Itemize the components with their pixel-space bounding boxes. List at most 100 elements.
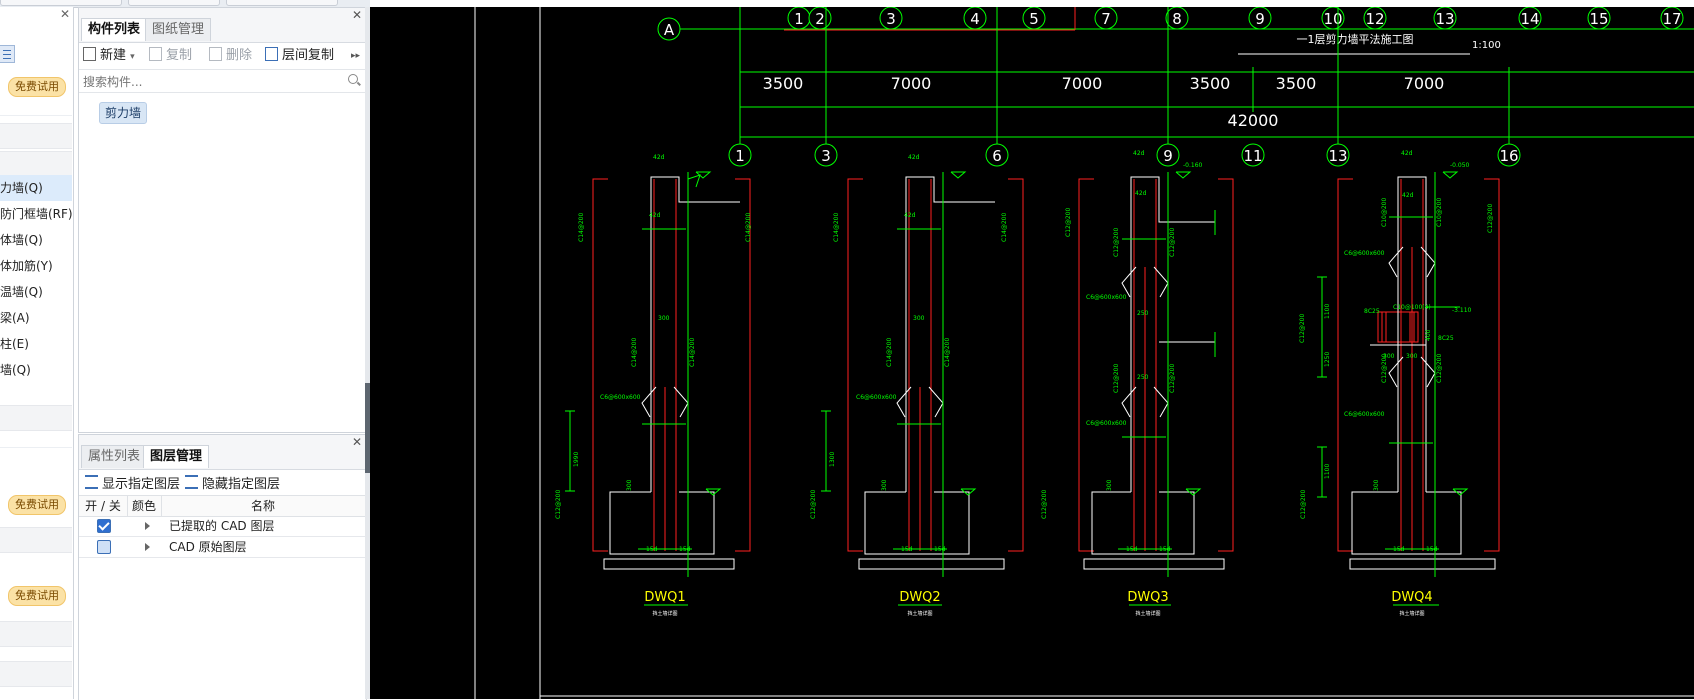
- drawing-scale: 1:100: [1472, 40, 1501, 51]
- dim-note: 15d: [934, 546, 946, 553]
- panel-splitter[interactable]: [365, 7, 370, 699]
- show-layer-button[interactable]: 显示指定图层: [85, 473, 180, 492]
- wall-label: DWQ2: [899, 590, 940, 605]
- nav-item-masonry-wall[interactable]: 体墙(Q): [0, 233, 43, 247]
- component-item-shear-wall[interactable]: 剪力墙: [99, 102, 148, 124]
- axis-label: 6: [992, 147, 1002, 165]
- wall-section-dwq3[interactable]: DWQ3 挡土墙详图 C6@600x600 C6@600x600 250 250…: [1041, 150, 1234, 617]
- free-trial-badge[interactable]: 免费试用: [8, 495, 66, 515]
- dim-note: 250: [1137, 374, 1149, 381]
- expand-arrow-icon[interactable]: [145, 543, 150, 551]
- wall-section-dwq4[interactable]: DWQ4 挡土墙详图 C6@600x600 C6@600x600 300 300…: [1299, 150, 1500, 617]
- axis-label: 8: [1172, 10, 1182, 28]
- rebar-note: 8C25: [1438, 335, 1454, 342]
- rebar-note: C6@600x600: [1086, 420, 1127, 427]
- dim-note: 15d: [1159, 546, 1171, 553]
- tab-drawing-management[interactable]: 图纸管理: [145, 18, 212, 41]
- rebar-note: C12@200: [1300, 490, 1307, 519]
- left-navigation: ✕ 免费试用 力墙(Q) 防门框墙(RF) 体墙(Q) 体加筋(Y) 温墙(Q)…: [0, 7, 74, 699]
- axis-label: 12: [1365, 10, 1384, 28]
- chevron-down-icon[interactable]: ▾: [130, 52, 135, 62]
- dim-note: 300: [913, 315, 925, 322]
- rebar-note: C12@200: [555, 490, 562, 519]
- wall-sublabel: 挡土墙详图: [1399, 610, 1424, 617]
- search-icon[interactable]: [348, 74, 358, 84]
- nav-item-shear-wall[interactable]: 力墙(Q): [0, 175, 72, 201]
- table-row[interactable]: CAD 原始图层: [79, 537, 366, 558]
- nav-item-door-frame-wall[interactable]: 防门框墙(RF): [0, 207, 73, 221]
- dim-note: 42d: [908, 154, 920, 161]
- nav-divider: [0, 115, 72, 116]
- nav-item-wall[interactable]: 墙(Q): [0, 363, 31, 377]
- close-icon[interactable]: ✕: [351, 8, 362, 22]
- nav-item-insulation-wall[interactable]: 温墙(Q): [0, 285, 43, 299]
- layer-name: CAD 原始图层: [169, 540, 247, 554]
- wall-label: DWQ3: [1127, 590, 1168, 605]
- cad-canvas[interactable]: A 1 2 3 4 5 7 8 9 10 12 13 14 15 17 一1层剪…: [370, 7, 1694, 699]
- rebar-note: C12@200: [1169, 228, 1176, 257]
- nav-item-masonry-rebar[interactable]: 体加筋(Y): [0, 259, 53, 273]
- rebar-note: C12@200: [1169, 364, 1176, 393]
- table-row[interactable]: 已提取的 CAD 图层: [79, 516, 366, 537]
- dim-note: 400: [1425, 329, 1432, 341]
- rebar-note: C6@600x600: [856, 394, 897, 401]
- level-note: -3.110: [1452, 307, 1472, 314]
- window-tab[interactable]: [128, 0, 220, 6]
- dim-note: 42d: [1402, 192, 1414, 199]
- axis-label: 3: [821, 147, 831, 165]
- search-input[interactable]: [81, 72, 335, 91]
- copy-icon: [149, 47, 162, 61]
- rebar-note: C14@200: [833, 213, 840, 242]
- delete-button[interactable]: 删除: [209, 47, 252, 65]
- column-color[interactable]: 颜色: [127, 496, 162, 516]
- free-trial-badge[interactable]: 免费试用: [8, 586, 66, 606]
- column-name[interactable]: 名称: [250, 499, 275, 513]
- copy-button[interactable]: 复制: [149, 47, 192, 65]
- rebar-note: C10@100(4): [1393, 304, 1431, 311]
- tab-layer-management[interactable]: 图层管理: [143, 445, 210, 468]
- more-icon[interactable]: ▸▸: [351, 51, 361, 61]
- dim-note: 300: [658, 315, 670, 322]
- hide-layer-button[interactable]: 隐藏指定图层: [185, 473, 280, 492]
- list-view-icon[interactable]: [0, 45, 15, 63]
- expand-arrow-icon[interactable]: [145, 522, 150, 530]
- window-tab[interactable]: [226, 0, 338, 6]
- dim-note: 1990: [573, 452, 580, 467]
- axis-label: 14: [1520, 10, 1539, 28]
- floor-copy-icon: [265, 47, 278, 61]
- axis-bubble: [657, 17, 681, 41]
- floor-copy-button[interactable]: 层间复制: [265, 47, 334, 65]
- tab-component-list[interactable]: 构件列表: [81, 18, 148, 41]
- rebar-note: C10@200: [1436, 198, 1443, 227]
- splitter-grip[interactable]: [365, 383, 370, 473]
- axis-bubble: [1587, 7, 1611, 30]
- rebar-note: C14@200: [886, 338, 893, 367]
- trash-icon: [209, 47, 222, 61]
- nav-item-column[interactable]: 柱(E): [0, 337, 29, 351]
- close-icon[interactable]: ✕: [351, 435, 362, 449]
- wall-label: DWQ4: [1391, 590, 1432, 605]
- tab-property-list[interactable]: 属性列表: [81, 445, 148, 468]
- layer-toggle-checkbox[interactable]: [97, 519, 111, 533]
- rebar-note: C10@200: [1381, 198, 1388, 227]
- wall-section-dwq1[interactable]: DWQ1 挡土墙详图 C6@600x600 300 42d 42d 15d 15…: [555, 154, 752, 617]
- axis-label: 4: [970, 10, 980, 28]
- close-icon[interactable]: ✕: [59, 7, 71, 21]
- column-on-off[interactable]: 开 / 关: [79, 496, 128, 516]
- nav-band: [0, 151, 72, 177]
- axis-label: 2: [815, 10, 825, 28]
- window-tab[interactable]: [0, 0, 122, 6]
- dim-note: 300: [1106, 479, 1113, 491]
- layer-toggle-checkbox[interactable]: [97, 540, 111, 554]
- new-button[interactable]: 新建 ▾: [83, 47, 135, 65]
- wall-section-dwq2[interactable]: DWQ2 挡土墙详图 C6@600x600 300 42d 42d 15d 15…: [810, 154, 1024, 617]
- axis-label: 11: [1243, 147, 1262, 165]
- rebar-note: C14@200: [631, 338, 638, 367]
- dim-note: 300: [1383, 353, 1395, 360]
- free-trial-badge[interactable]: 免费试用: [8, 77, 66, 97]
- dim-note: 42d: [1135, 190, 1147, 197]
- axis-label: 7: [1101, 10, 1111, 28]
- rebar-note: C12@200: [1487, 204, 1494, 233]
- nav-item-beam[interactable]: 梁(A): [0, 311, 30, 325]
- nav-band: [0, 123, 72, 149]
